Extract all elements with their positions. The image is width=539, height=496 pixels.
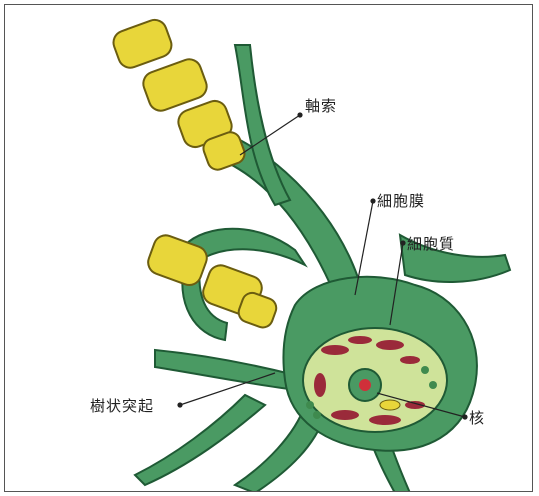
upper-dendrite <box>235 45 290 205</box>
label-cytoplasm: 細胞質 <box>407 233 455 254</box>
organelle <box>376 340 404 350</box>
label-dendrite: 樹状突起 <box>90 395 154 416</box>
label-axon: 軸索 <box>305 95 337 116</box>
yellow-organelle <box>380 400 400 410</box>
organelle <box>321 345 349 355</box>
organelle <box>331 410 359 420</box>
lower-left-dendrite <box>135 395 265 485</box>
organelle <box>348 336 372 344</box>
organelle <box>400 356 420 364</box>
label-nucleus: 核 <box>469 407 485 428</box>
myelin-segment <box>110 17 175 72</box>
label-cell-membrane: 細胞膜 <box>377 190 425 211</box>
myelin-sheaths-upper <box>110 17 247 173</box>
left-dendrite <box>155 350 297 390</box>
nucleolus <box>359 379 371 391</box>
diagram-frame: 軸索 細胞膜 細胞質 樹状突起 核 <box>4 4 533 492</box>
organelle <box>314 373 326 397</box>
organelle <box>369 415 401 425</box>
